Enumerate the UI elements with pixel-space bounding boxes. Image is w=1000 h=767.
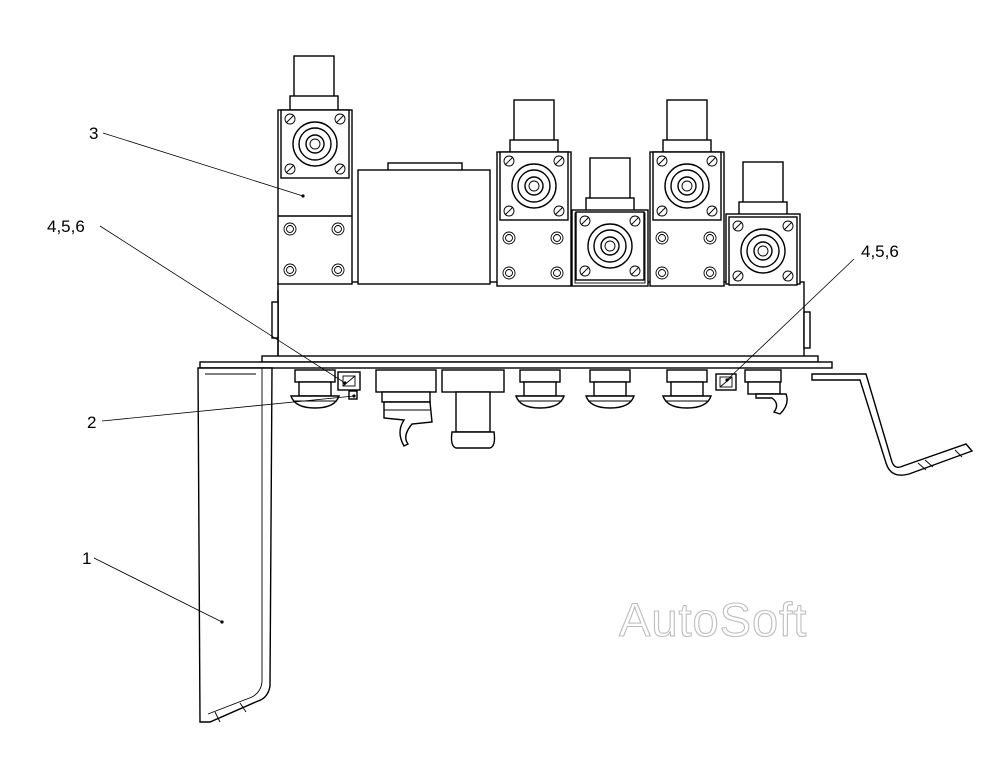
fastener-left <box>337 371 361 391</box>
bracket-part-1 <box>197 367 273 723</box>
right-bracket <box>811 373 974 476</box>
valve-column-5 <box>725 161 801 286</box>
bottom-connectors <box>290 369 788 449</box>
side-elbow-connector <box>744 369 788 415</box>
elbow-connector <box>375 369 437 447</box>
cover-block <box>357 162 491 285</box>
valve-block <box>271 281 811 359</box>
mounting-plate <box>199 355 833 369</box>
callout-3: 3 <box>89 124 98 143</box>
valve-column-1 <box>277 55 353 285</box>
valve-column-2 <box>496 99 572 287</box>
straight-connector <box>441 369 505 449</box>
callout-4-5-6-right: 4,5,6 <box>861 242 899 261</box>
leader-lines <box>93 132 855 624</box>
callout-4-5-6-left: 4,5,6 <box>47 217 85 236</box>
valve-column-3 <box>571 157 649 287</box>
fastener-right <box>715 373 737 391</box>
callout-1: 1 <box>82 549 91 568</box>
valve-column-4 <box>649 99 725 287</box>
watermark: AutoSoft <box>619 593 807 646</box>
callout-2: 2 <box>87 413 96 432</box>
